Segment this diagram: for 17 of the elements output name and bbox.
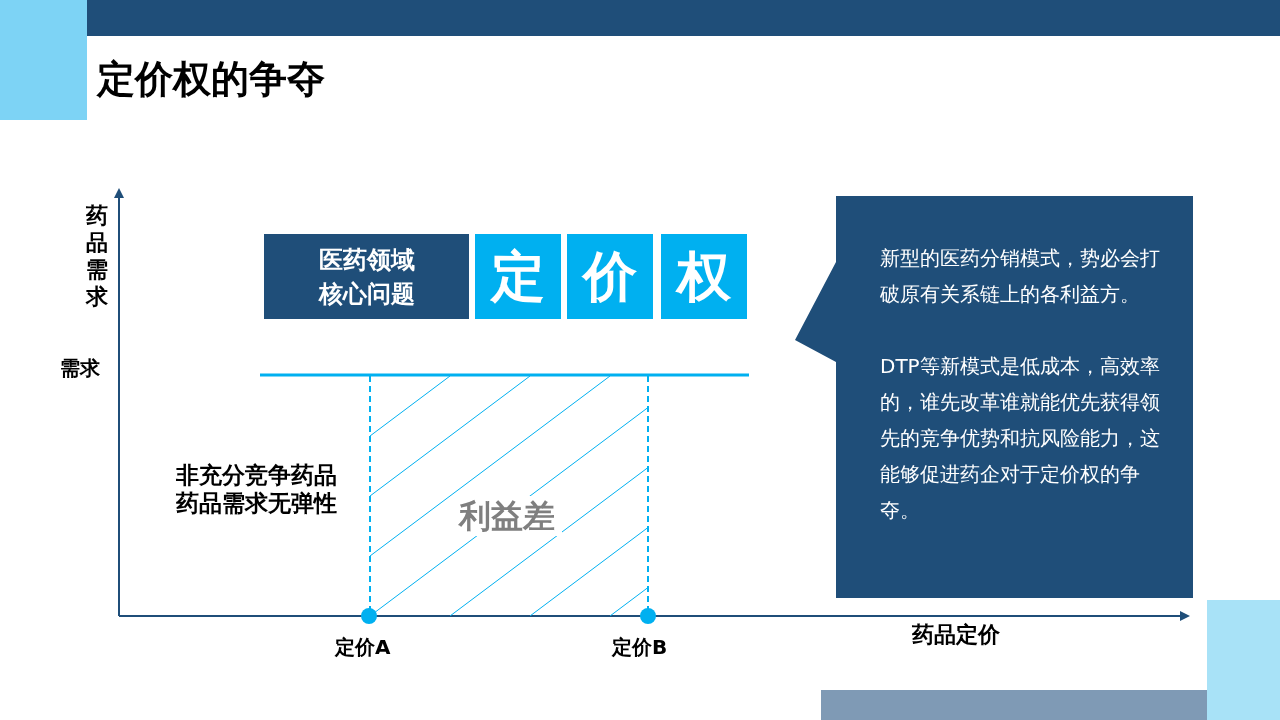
character-box	[567, 234, 653, 319]
box-text: 权	[677, 246, 731, 307]
paragraph: 新型的医药分销模式，势必会打破原有关系链上的各利益方。	[880, 245, 1161, 308]
paragraph: DTP等新模式是低成本，高效率的，谁先改革谁就能优先获得领先的竞争优势和抗风险能力，这能够促进药企对于定价权的争夺。	[880, 353, 1161, 524]
heading-box	[264, 234, 469, 319]
note-text: 非充分竞争药品药品需求无弹性	[176, 461, 338, 517]
character-box	[475, 234, 561, 319]
level-label: 需求	[60, 355, 101, 381]
tick-label: 定价B	[612, 634, 669, 660]
box-text: 价	[583, 246, 637, 307]
box-text: 医药领域核心问题	[317, 244, 416, 310]
axis-label: 药品定价	[912, 622, 1001, 648]
tick-label: 定价A	[335, 634, 392, 660]
slide-title: 定价权的争夺	[97, 56, 325, 103]
box-text: 定	[491, 246, 545, 307]
character-box	[661, 234, 747, 319]
axis-label: 药品需求	[86, 202, 109, 310]
